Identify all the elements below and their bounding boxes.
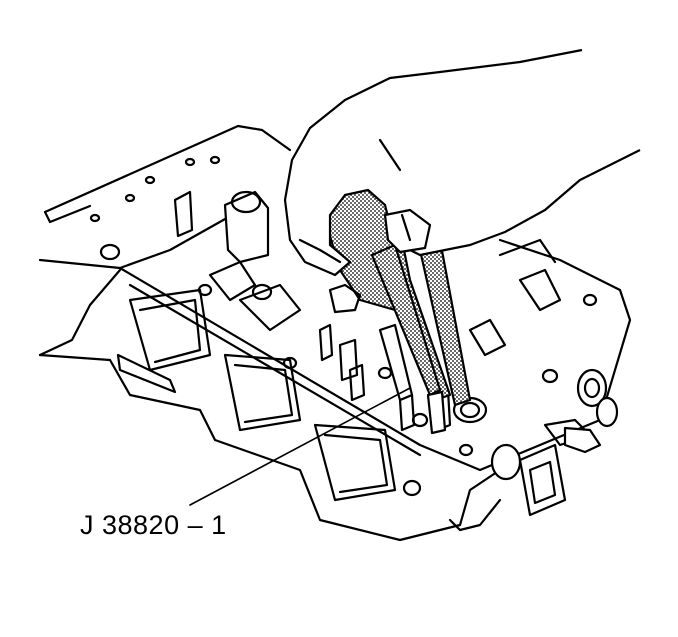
hand xyxy=(283,48,641,314)
tool-callout-label: J 38820 – 1 xyxy=(80,510,227,540)
intake-ports xyxy=(116,288,422,502)
callout-leader-line xyxy=(189,387,411,506)
valve-tool xyxy=(313,116,472,435)
cylinder-head-body xyxy=(38,124,632,542)
end-fittings xyxy=(490,368,619,517)
valve-train xyxy=(173,190,562,432)
